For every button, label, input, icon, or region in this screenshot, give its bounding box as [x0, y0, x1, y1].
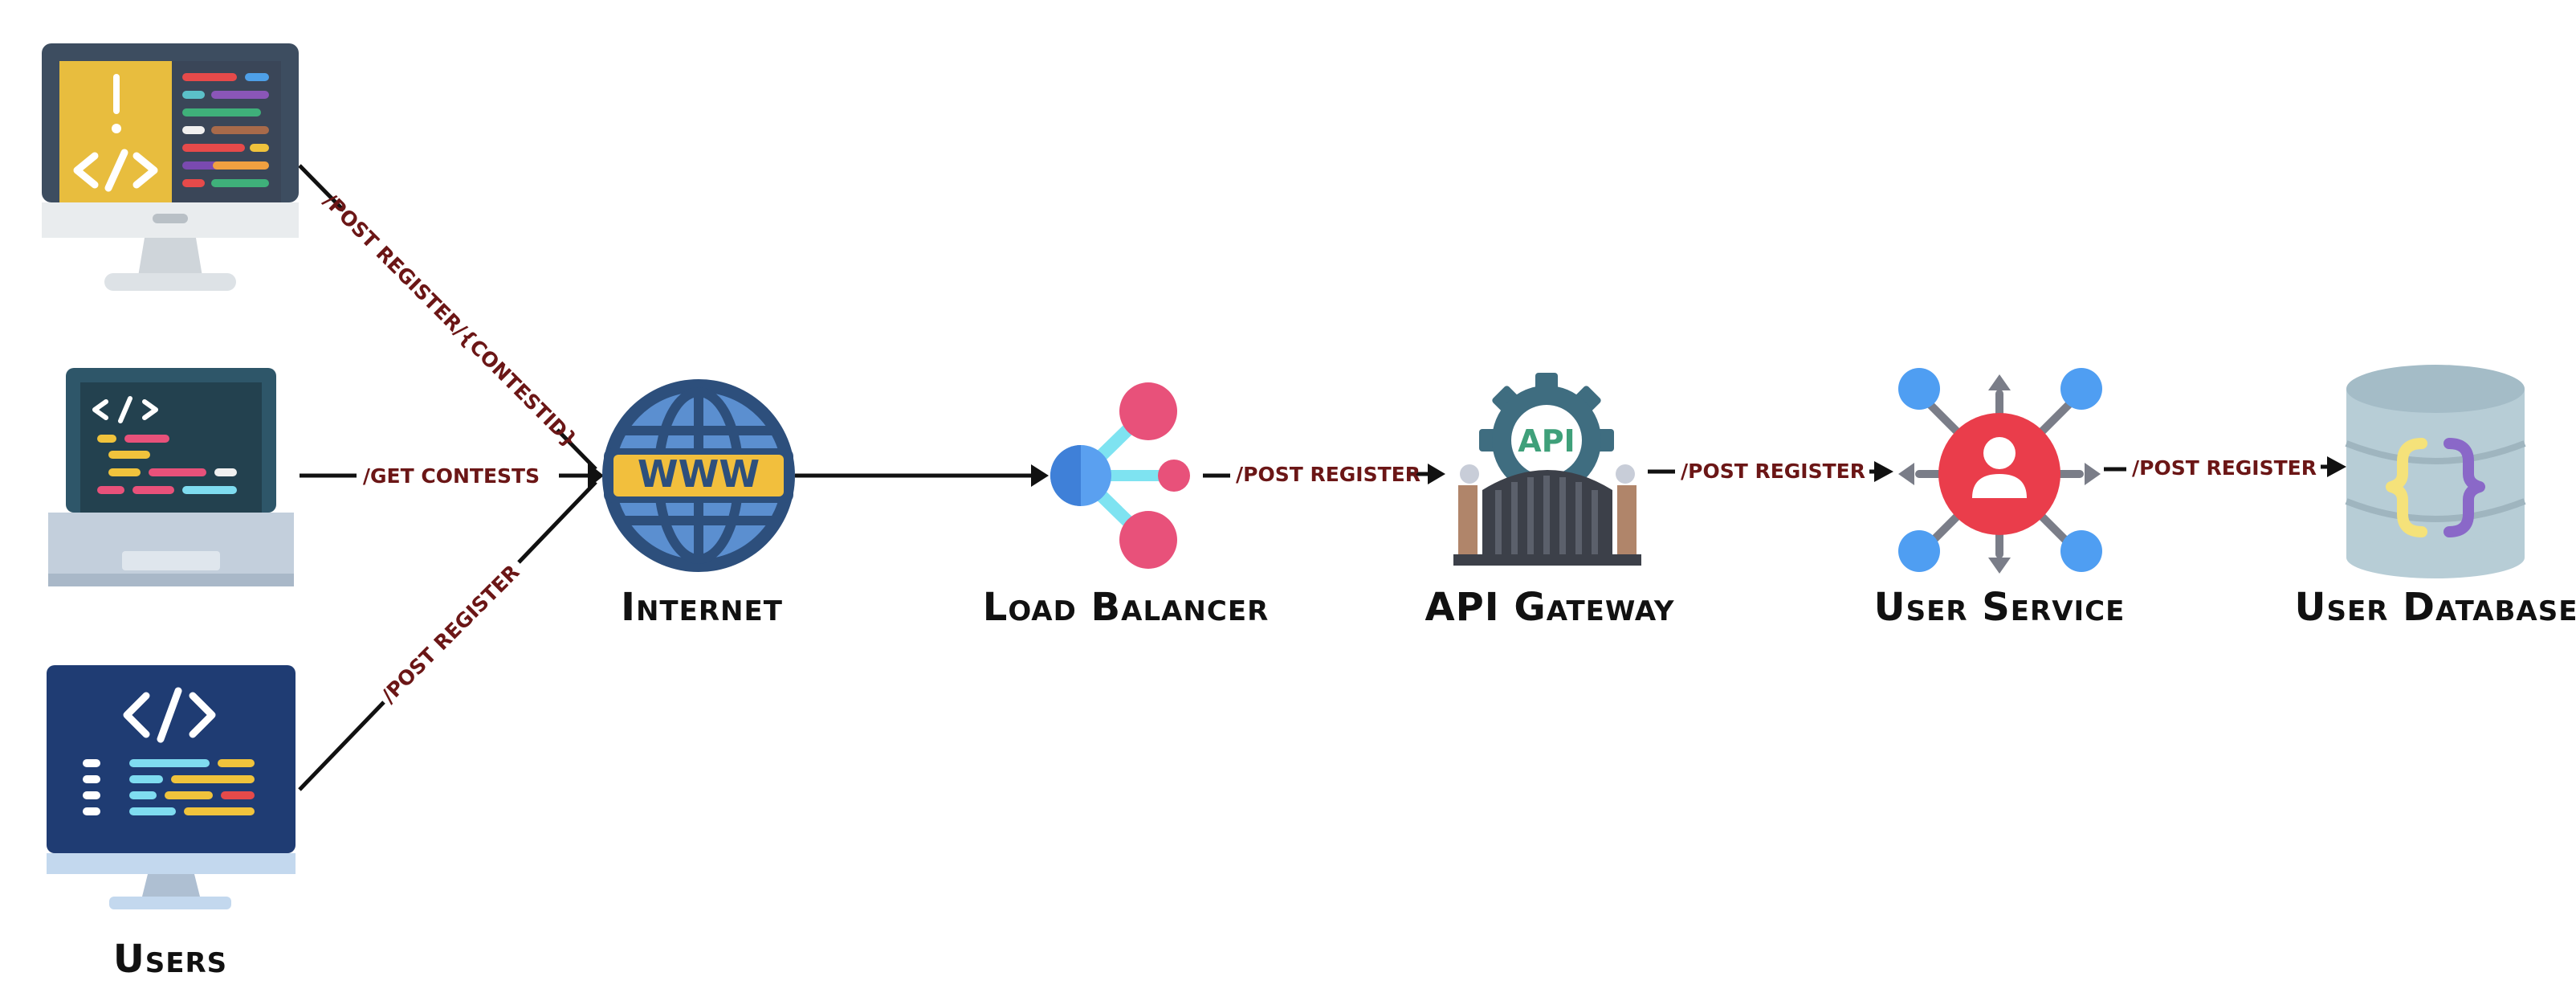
- arrowhead-lb: [1031, 464, 1049, 487]
- edge-label-desktop-internet: /POST REGISTER/{CONTESTID}: [319, 189, 582, 452]
- database-icon: [2345, 365, 2526, 578]
- api-text: API: [1518, 423, 1575, 459]
- desktop-code-icon: [42, 43, 299, 291]
- edge-label-monitor-internet: /POST REGISTER: [377, 560, 524, 707]
- monitor-code-icon: [47, 665, 296, 909]
- arrowhead-database: [2327, 456, 2346, 477]
- connectors: [298, 164, 2346, 791]
- edge-label-lb-gateway: /POST REGISTER: [1236, 463, 1420, 486]
- www-text: WWW: [638, 452, 760, 496]
- node-label-users: Users: [113, 937, 227, 982]
- arrowhead-internet: [588, 463, 604, 488]
- arrowhead-service: [1874, 461, 1893, 482]
- node-label-user-service: User Service: [1874, 585, 2126, 630]
- node-label-user-database: User Database: [2295, 585, 2576, 630]
- node-label-api-gateway: API Gateway: [1425, 585, 1674, 630]
- edge-label-service-database: /POST REGISTER: [2132, 456, 2317, 480]
- connector-monitor-internet-a: [298, 701, 385, 791]
- api-gateway-icon: API: [1453, 373, 1641, 566]
- globe-icon: WWW: [602, 379, 795, 572]
- laptop-code-icon: [48, 368, 294, 586]
- connector-desktop-internet-b: [556, 428, 597, 471]
- connector-monitor-internet-b: [517, 480, 597, 564]
- load-balancer-icon: [1050, 382, 1190, 569]
- node-label-load-balancer: Load Balancer: [983, 585, 1270, 630]
- arrowhead-gateway: [1428, 464, 1445, 484]
- edge-label-laptop-internet: /GET CONTESTS: [363, 464, 540, 488]
- node-label-internet: Internet: [621, 585, 783, 630]
- user-service-icon: [1898, 368, 2102, 574]
- edge-label-gateway-service: /POST REGISTER: [1681, 460, 1865, 483]
- connector-desktop-internet-a: [298, 164, 345, 212]
- node-labels: Users Internet Load Balancer API Gateway…: [113, 585, 2576, 982]
